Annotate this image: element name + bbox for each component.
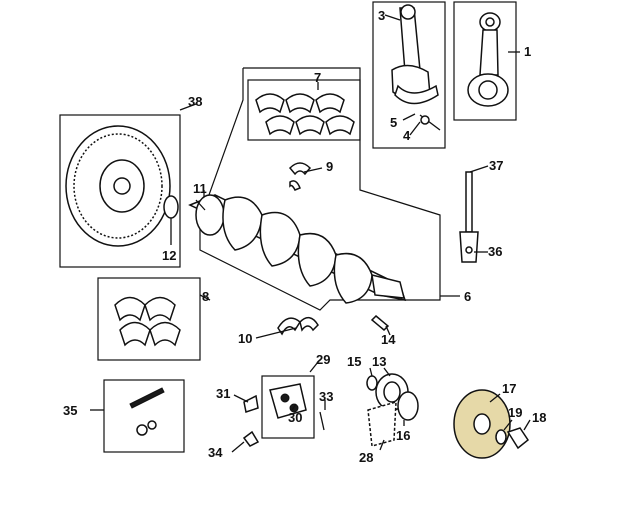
bolt-11 (195, 199, 206, 211)
label-19: 19 (508, 405, 523, 420)
label-7: 7 (314, 70, 322, 85)
thrust-washers-9 (288, 162, 312, 191)
label-6: 6 (464, 289, 472, 304)
key-34 (242, 430, 260, 447)
main-bearing-shells-7 (247, 79, 361, 141)
label-37: 37 (489, 158, 504, 173)
connecting-rod-assembly-3-4-5 (372, 1, 446, 149)
label-35: 35 (63, 403, 78, 418)
crankshaft-frame-6 (199, 67, 441, 311)
flywheel-38 (59, 114, 181, 268)
crankshaft-6 (188, 194, 407, 304)
label-15: 15 (347, 354, 362, 369)
label-16: 16 (396, 428, 411, 443)
label-11: 11 (193, 181, 207, 196)
clip-31 (243, 394, 259, 413)
label-5: 5 (390, 115, 398, 130)
connecting-rod-1 (453, 1, 517, 121)
label-31: 31 (216, 386, 231, 401)
label-9: 9 (326, 159, 334, 174)
label-17: 17 (502, 381, 517, 396)
label-34: 34 (208, 445, 223, 460)
main-bearing-shells-8 (97, 277, 201, 361)
label-13: 13 (372, 354, 387, 369)
bracket-29-30 (261, 375, 315, 439)
thrust-washers-10 (277, 316, 319, 336)
dowel-14 (370, 314, 390, 332)
label-36: 36 (488, 244, 503, 259)
crankshaft-pulley-17-18-19 (453, 389, 530, 459)
timing-sprocket-13-16-28 (366, 373, 419, 447)
label-18: 18 (532, 410, 547, 425)
label-12: 12 (162, 248, 177, 263)
label-33: 33 (319, 389, 334, 404)
label-1: 1 (524, 44, 532, 59)
label-8: 8 (202, 289, 210, 304)
spring-pin-kit-35 (103, 379, 185, 453)
leader-lines (90, 14, 531, 453)
label-29: 29 (316, 352, 331, 367)
dipstick-36-37 (459, 171, 479, 263)
label-14: 14 (381, 332, 396, 347)
seal-12 (163, 195, 179, 219)
label-28: 28 (359, 450, 374, 465)
bolt-33 (319, 411, 325, 431)
label-3: 3 (378, 8, 386, 23)
label-38: 38 (188, 94, 203, 109)
label-10: 10 (238, 331, 253, 346)
label-30: 30 (288, 410, 303, 425)
label-4: 4 (403, 128, 411, 143)
